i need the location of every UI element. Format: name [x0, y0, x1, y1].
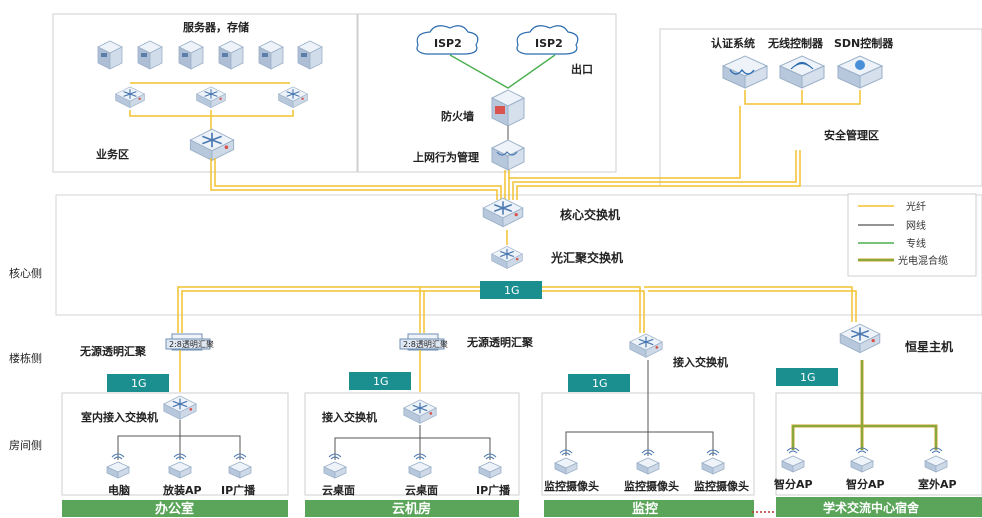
- star-host-icon: [839, 323, 881, 354]
- device-label: 云桌面: [322, 483, 355, 497]
- server-icon: [218, 40, 244, 70]
- cloud-icon: [416, 25, 479, 55]
- auth-label: 认证系统: [711, 36, 755, 50]
- access-label: 接入交换机: [322, 410, 377, 424]
- speed-label: 1G: [592, 377, 608, 390]
- agg-label: 无源透明汇聚: [79, 344, 147, 358]
- isp-label: ISP2: [434, 37, 462, 50]
- distribution-fiber-bus: [177, 286, 857, 333]
- room-bar: [776, 497, 982, 517]
- sdn-device: [836, 55, 884, 89]
- firewall-label: 防火墙: [441, 109, 474, 123]
- optical-agg-label: 光汇聚交换机: [550, 250, 623, 265]
- dedicated-line: [449, 54, 556, 89]
- cloud-icon: [516, 25, 579, 55]
- speed-tag: [568, 374, 630, 392]
- security-zone-box: [659, 28, 982, 187]
- server-icon: [258, 40, 284, 70]
- room-side-label: 房间侧: [9, 439, 42, 452]
- firewall-device: [490, 89, 526, 127]
- speed-label: 1G: [800, 371, 816, 384]
- device-label: 放装AP: [162, 483, 202, 497]
- isp-cloud-right: ISP2: [516, 25, 579, 55]
- device-label: 云桌面: [405, 483, 438, 497]
- server-icon: [178, 40, 204, 70]
- legend-hybrid-label: 光电混合缆: [898, 254, 948, 267]
- behavior-mgmt-device: [490, 139, 526, 171]
- access-switch-icon: [629, 333, 663, 358]
- behavior-label: 上网行为管理: [413, 150, 479, 164]
- agg-box-label: 2:8透明汇聚: [169, 340, 214, 349]
- wlc-device: [778, 55, 826, 89]
- server-icon: [137, 40, 163, 70]
- device-label: 监控摄像头: [544, 479, 599, 493]
- device-label: 电脑: [108, 483, 130, 497]
- speed-label: 1G: [373, 375, 389, 388]
- device-label: 监控摄像头: [694, 479, 749, 493]
- room-bar: [305, 500, 519, 517]
- hybrid-cable-lines: [791, 360, 938, 450]
- trunk-fiber-lines: [210, 106, 801, 200]
- auth-icon: [729, 68, 755, 75]
- behavior-icon: [496, 151, 518, 156]
- device-label: IP广播: [476, 483, 511, 497]
- speed-tag: [349, 372, 411, 390]
- core-side-label: 核心侧: [9, 266, 42, 280]
- firewall-icon: [495, 106, 505, 114]
- globe-icon: [855, 60, 865, 70]
- exit-label: 出口: [571, 62, 593, 76]
- speed-tag: [107, 374, 169, 392]
- legend-fiber-label: 光纤: [906, 200, 926, 213]
- uplink-speed-label: 1G: [504, 284, 520, 297]
- uplink-speed-tag: [480, 281, 542, 299]
- servers-label: 服务器，存储: [183, 20, 249, 34]
- legend-cable-label: 网线: [906, 219, 926, 232]
- room-label: 办公室: [155, 501, 194, 517]
- server-icon: [297, 40, 323, 70]
- device-label: 监控摄像头: [624, 479, 679, 493]
- device-label: 智分AP: [846, 477, 885, 491]
- room-label: 云机房: [392, 501, 431, 517]
- agg-box-label: 2:8透明汇聚: [403, 340, 448, 349]
- wlc-label: 无线控制器: [767, 36, 824, 50]
- room-box: [775, 392, 982, 496]
- security-zone-label: 安全管理区: [824, 128, 879, 142]
- branch-monitoring: 接入交换机 1G 监控摄像头 监控摄像头 监控摄像头 监控: [541, 333, 774, 517]
- auth-server: [721, 55, 769, 89]
- device-label: IP广播: [221, 483, 256, 497]
- agg-label: 恒星主机: [905, 339, 953, 354]
- business-zone-label: 业务区: [96, 147, 129, 161]
- room-bar: [544, 500, 754, 517]
- speed-tag: [776, 368, 838, 386]
- agg-label: 接入交换机: [673, 355, 728, 369]
- server-icon: [97, 40, 123, 70]
- branch-office: 2:8透明汇聚 无源透明汇聚 1G 室内接入交换机 电脑 放装AP IP广播 办…: [61, 333, 289, 517]
- core-switch-label: 核心交换机: [560, 207, 620, 222]
- isp-cloud-left: ISP2: [416, 25, 479, 55]
- device-label: 智分AP: [774, 477, 813, 491]
- legend: 光纤 网线 专线 光电混合缆: [847, 193, 977, 277]
- branch-dorm: 恒星主机 1G 智分AP 智分AP 室外AP 学术交流中心宿舍: [774, 323, 982, 517]
- branch-cloud-room: 2:8透明汇聚 无源透明汇聚 1G 接入交换机 云桌面 云桌面 IP广播 云机房: [304, 333, 534, 517]
- room-label: 学术交流中心宿舍: [823, 500, 920, 515]
- isp-label: ISP2: [535, 37, 563, 50]
- legend-dedicated-label: 专线: [906, 237, 926, 250]
- agg-label: 无源透明汇聚: [466, 335, 534, 349]
- device-label: 室外AP: [918, 477, 957, 491]
- room-bar: [62, 500, 288, 517]
- access-label: 室内接入交换机: [81, 410, 158, 424]
- room-label: 监控: [632, 501, 658, 517]
- speed-label: 1G: [131, 377, 147, 390]
- building-side-label: 楼栋侧: [9, 351, 42, 365]
- wireless-icon: [790, 61, 814, 70]
- sdn-label: SDN控制器: [834, 36, 894, 50]
